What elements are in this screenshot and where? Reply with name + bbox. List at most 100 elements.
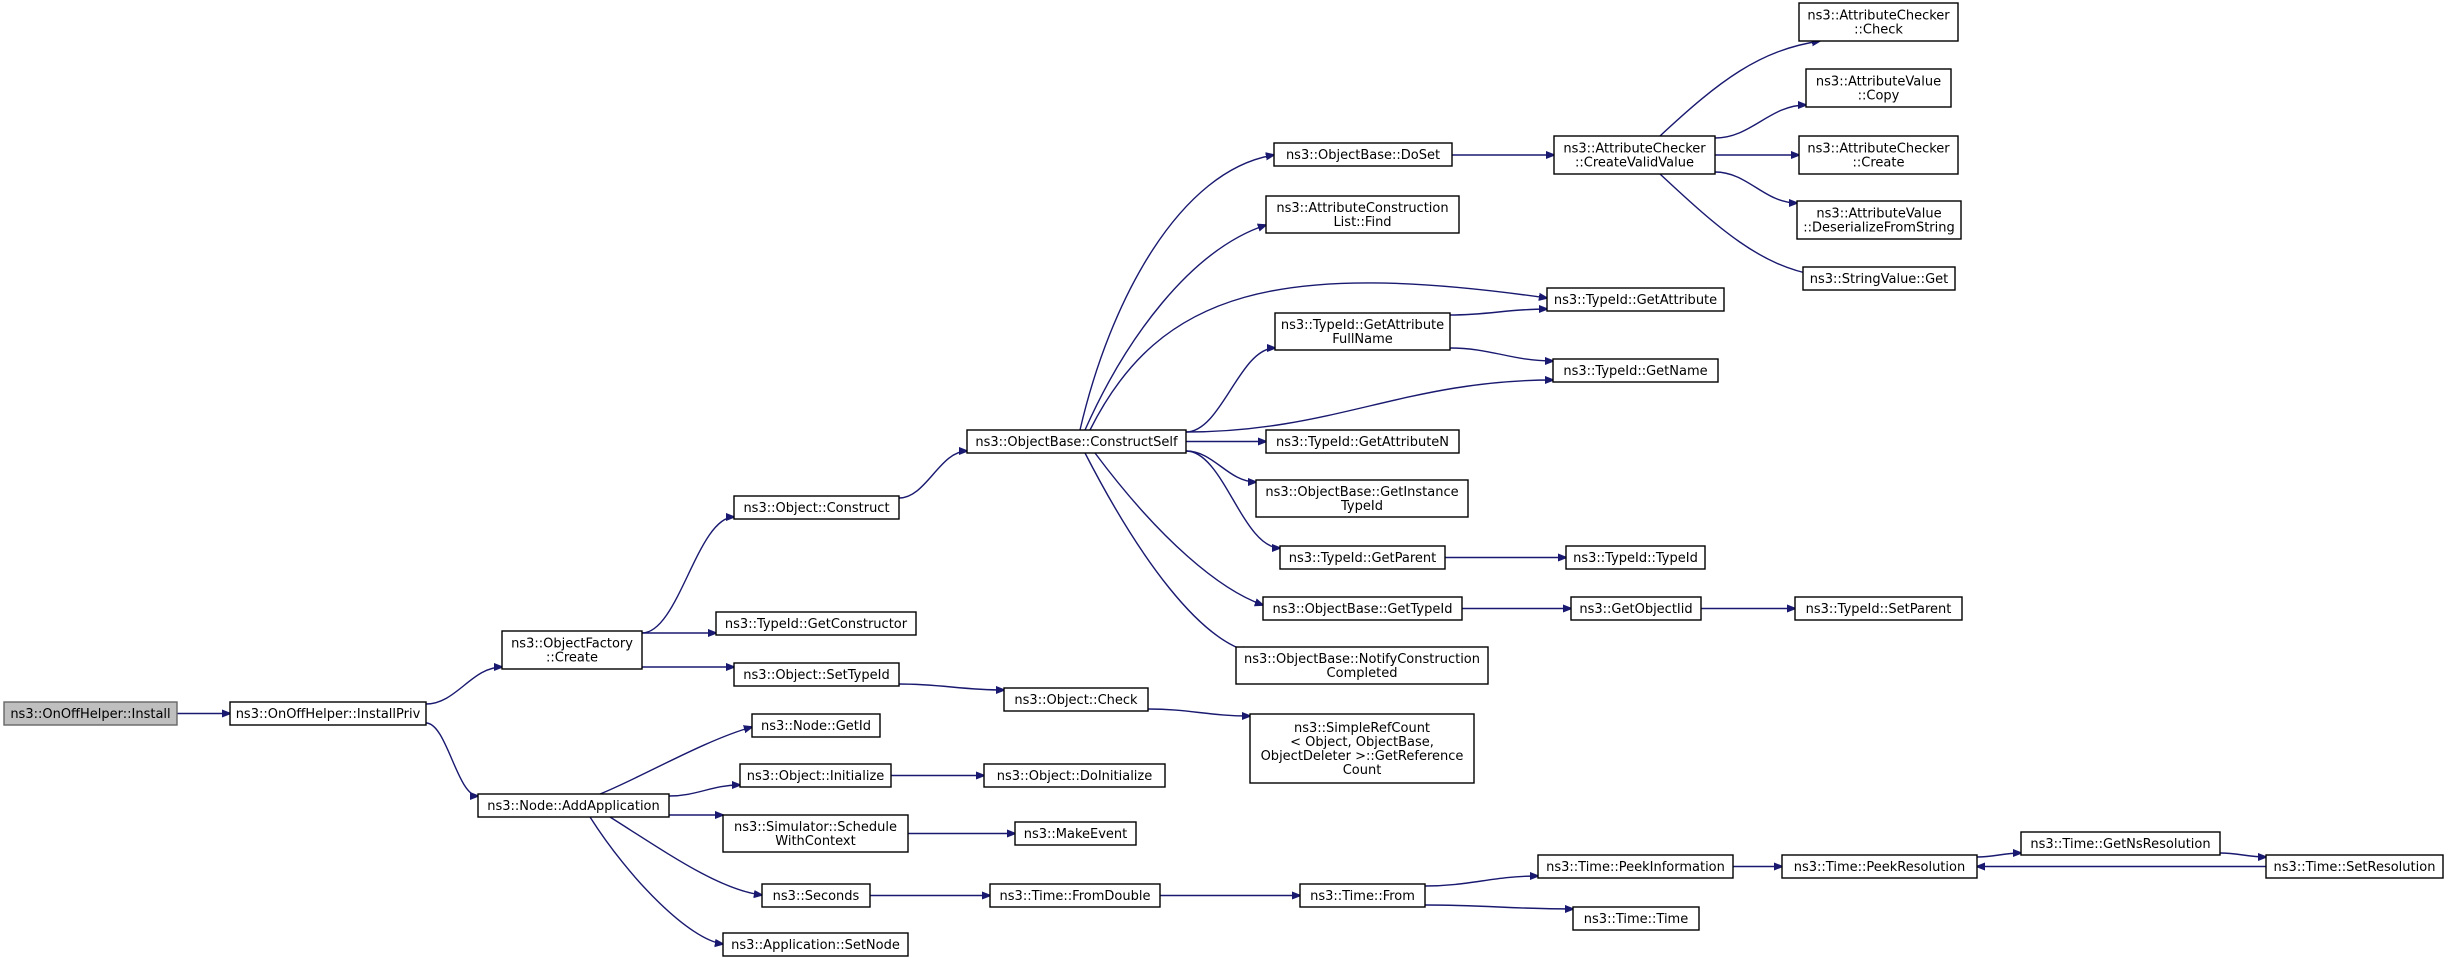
edge-attrchecker-createvalid-to-attrvalue-deser [1714,171,1797,203]
node-box [1802,266,1956,291]
node-label: ns3::ObjectBase::ConstructSelf [975,435,1178,450]
node-label: ns3::OnOffHelper::InstallPriv [236,707,421,722]
node-label: ns3::Seconds [773,889,860,904]
node-objbase-gettypeid[interactable]: ns3::ObjectBase::GetTypeId [1262,596,1463,621]
node-box [1572,906,1700,931]
node-getobjectiid[interactable]: ns3::GetObjectIid [1570,596,1702,621]
edge-time-getnsres-to-time-setres [2219,852,2266,857]
node-label: ns3::TypeId::GetAttributeN [1276,435,1449,450]
node-attrvalue-deser[interactable]: ns3::AttributeValue::DeserializeFromStri… [1796,200,1962,240]
node-label: ns3::TypeId::GetAttribute [1281,318,1444,333]
node-simplerefcount[interactable]: ns3::SimpleRefCount< Object, ObjectBase,… [1249,713,1475,784]
node-time-fromdouble[interactable]: ns3::Time::FromDouble [989,883,1161,908]
edge-objfactory-create-to-object-construct [641,517,734,634]
node-typeid-setparent[interactable]: ns3::TypeId::SetParent [1794,596,1963,621]
edge-objbase-constructself-to-objbase-gettypeid [1094,452,1263,605]
node-label: ns3::GetObjectIid [1579,602,1692,617]
node-label: ::Create [1853,156,1905,171]
node-label: ns3::TypeId::GetParent [1289,551,1437,566]
edge-node-addapp-to-app-setnode [589,816,723,944]
node-box [1552,358,1719,383]
node-object-check[interactable]: ns3::Object::Check [1003,687,1149,712]
node-node-addapp[interactable]: ns3::Node::AddApplication [477,793,670,818]
edge-time-from-to-time-peekinfo [1424,876,1538,887]
node-attrchecker-createvalid[interactable]: ns3::AttributeChecker::CreateValidValue [1553,135,1716,175]
node-makeevent[interactable]: ns3::MakeEvent [1014,821,1137,846]
node-time-setres[interactable]: ns3::Time::SetResolution [2265,854,2444,879]
edge-objbase-constructself-to-objbase-doset [1079,155,1274,431]
node-attrvalue-copy[interactable]: ns3::AttributeValue::Copy [1805,68,1952,108]
edge-typeid-getattrfullname-to-typeid-getattribute [1449,309,1547,316]
node-install[interactable]: ns3::OnOffHelper::Install [3,701,178,726]
node-label: ns3::Object::Construct [743,501,889,516]
edge-node-addapp-to-seconds [609,816,762,895]
node-label: ns3::StringValue::Get [1810,272,1948,287]
node-node-getid[interactable]: ns3::Node::GetId [751,713,881,738]
node-label: ObjectDeleter >::GetReference [1261,749,1464,764]
node-objfactory-create[interactable]: ns3::ObjectFactory::Create [501,630,643,670]
node-label: ::Copy [1858,89,1900,104]
node-objbase-notify[interactable]: ns3::ObjectBase::NotifyConstructionCompl… [1235,646,1489,685]
node-seconds[interactable]: ns3::Seconds [761,883,871,908]
node-label: ns3::AttributeValue [1816,75,1941,90]
node-time-from[interactable]: ns3::Time::From [1299,883,1426,908]
node-label: ::CreateValidValue [1575,156,1694,171]
edge-attrchecker-createvalid-to-attrvalue-copy [1714,105,1806,139]
node-label: ns3::Time::FromDouble [1000,889,1151,904]
node-objbase-constructself[interactable]: ns3::ObjectBase::ConstructSelf [966,429,1187,454]
node-object-construct[interactable]: ns3::Object::Construct [733,495,900,520]
node-label: ns3::Time::SetResolution [2274,860,2436,875]
node-label: ns3::AttributeValue [1816,207,1941,222]
edge-node-addapp-to-node-getid [599,727,752,795]
node-label: TypeId [1340,499,1383,514]
node-label: < Object, ObjectBase, [1290,735,1434,750]
node-box [1249,713,1475,784]
node-time-getnsres[interactable]: ns3::Time::GetNsResolution [2020,831,2221,856]
node-attrchecker-check[interactable]: ns3::AttributeChecker::Check [1798,2,1959,42]
node-box [722,932,909,957]
node-box [229,701,427,726]
node-box [989,883,1161,908]
node-typeid-getattrn[interactable]: ns3::TypeId::GetAttributeN [1265,429,1460,454]
edge-time-peekres-to-time-getnsres [1976,853,2021,858]
node-object-settypeid[interactable]: ns3::Object::SetTypeId [733,662,900,687]
node-label: ns3::TypeId::SetParent [1806,602,1952,617]
node-typeid-getattribute[interactable]: ns3::TypeId::GetAttribute [1546,287,1725,312]
edge-node-addapp-to-object-initialize [668,785,740,797]
edge-attrchecker-createvalid-to-stringvalue-get [1659,173,1815,275]
node-installpriv[interactable]: ns3::OnOffHelper::InstallPriv [229,701,427,726]
nodes-layer: ns3::OnOffHelper::Install ns3::OnOffHelpe… [3,2,2444,957]
node-box [1262,596,1463,621]
node-typeid-getparent[interactable]: ns3::TypeId::GetParent [1279,545,1446,570]
node-label: ns3::TypeId::GetAttribute [1554,293,1717,308]
edge-attrchecker-createvalid-to-attrchecker-check [1659,41,1820,137]
node-stringvalue-get[interactable]: ns3::StringValue::Get [1802,266,1956,291]
node-label: ::DeserializeFromString [1803,221,1955,236]
node-typeid-getconstructor[interactable]: ns3::TypeId::GetConstructor [715,611,917,636]
node-attrchecker-create[interactable]: ns3::AttributeChecker::Create [1798,135,1959,175]
node-label: ns3::TypeId::GetName [1563,364,1707,379]
node-typeid-getname[interactable]: ns3::TypeId::GetName [1552,358,1719,383]
node-box [1794,596,1963,621]
edge-objbase-constructself-to-objbase-getinstancetypeid [1185,450,1256,482]
node-box [1805,68,1952,108]
node-time-peekinfo[interactable]: ns3::Time::PeekInformation [1537,854,1734,879]
node-label: ns3::Node::AddApplication [487,799,660,814]
node-box [1235,646,1489,685]
node-typeid-typeid[interactable]: ns3::TypeId::TypeId [1565,545,1706,570]
node-box [1274,312,1451,351]
node-label: ns3::Application::SetNode [731,938,900,953]
node-app-setnode[interactable]: ns3::Application::SetNode [722,932,909,957]
node-objbase-doset[interactable]: ns3::ObjectBase::DoSet [1273,142,1453,167]
node-label: ns3::Time::PeekInformation [1546,860,1725,875]
node-time-peekres[interactable]: ns3::Time::PeekResolution [1781,854,1978,879]
node-label: ns3::MakeEvent [1024,827,1128,842]
node-object-doinit[interactable]: ns3::Object::DoInitialize [983,763,1166,788]
node-time-time[interactable]: ns3::Time::Time [1572,906,1700,931]
node-box [761,883,871,908]
node-object-initialize[interactable]: ns3::Object::Initialize [739,763,892,788]
